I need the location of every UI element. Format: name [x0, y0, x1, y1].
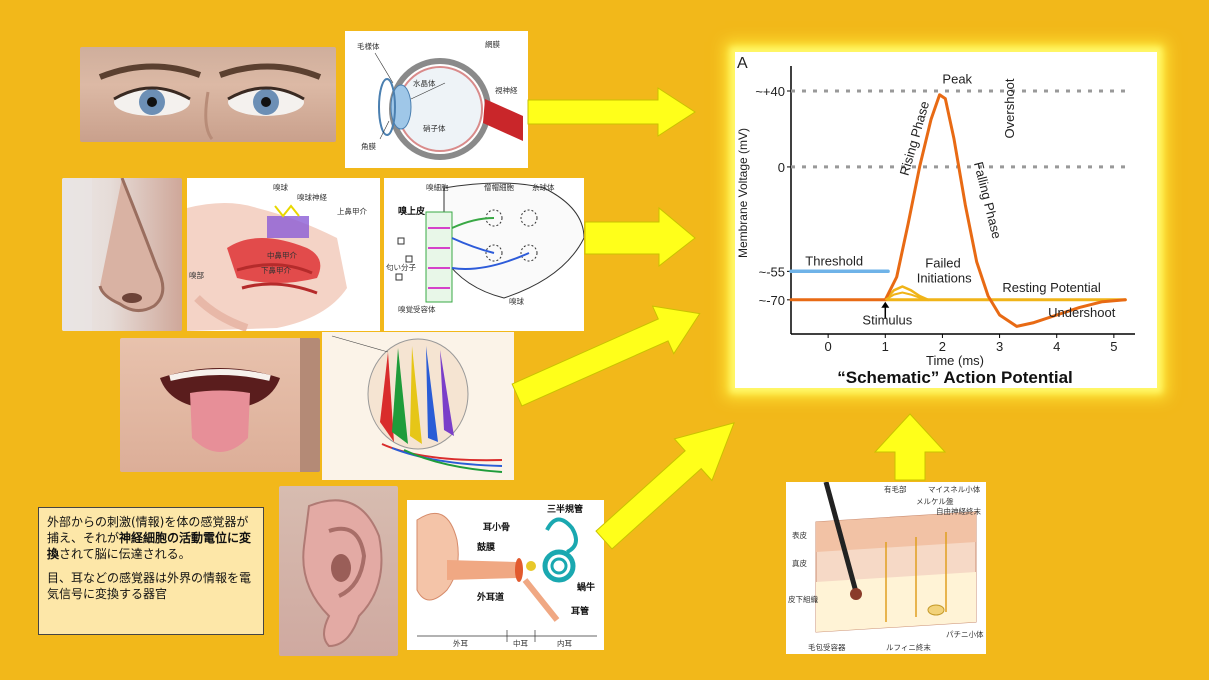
- x-tick-label: 1: [882, 339, 889, 354]
- annotation-stimulus: Stimulus: [862, 313, 912, 328]
- label-eustachian: 耳管: [571, 605, 589, 617]
- label-olfactory-bulb: 嗅球: [273, 182, 288, 192]
- nose-photo: [62, 178, 182, 331]
- series-action-potential: [789, 93, 1127, 328]
- annotation-overshoot: Overshoot: [1002, 78, 1017, 138]
- label-cell3: 糸球体: [532, 182, 555, 192]
- label-pacini: パチニ小体: [946, 629, 984, 639]
- annotation-threshold: Threshold: [805, 254, 863, 269]
- label-outer: 外耳: [453, 638, 468, 648]
- series-failed-initiations: [884, 285, 930, 302]
- label-nose-region: 嗅部: [189, 270, 204, 280]
- label-cornea: 角膜: [361, 141, 376, 151]
- y-tick-label: ~-55: [759, 264, 785, 279]
- label-middle: 中耳: [513, 638, 528, 648]
- label-merkel: メルケル盤: [916, 496, 954, 506]
- label-hair: 有毛部: [884, 484, 907, 494]
- label-lens: 水晶体: [413, 78, 436, 88]
- description-textbox: 外部からの刺激(情報)を体の感覚器が捕え、それが神経細胞の活動電位に変換されて脳…: [38, 507, 264, 635]
- label-odor: 匂い分子: [386, 262, 416, 272]
- label-subcutis: 皮下組織: [788, 594, 818, 604]
- x-tick-label: 2: [939, 339, 946, 354]
- eyes-illustration: [98, 63, 322, 140]
- skin-receptor-diagram: 有毛部 マイスネル小体 メルケル盤 自由神経終末 表皮 真皮 皮下組織 パチニ小…: [786, 482, 986, 654]
- taste-bud-diagram: [322, 332, 514, 480]
- label-inner: 内耳: [557, 638, 572, 648]
- label-cell1: 嗅細胞: [426, 182, 449, 192]
- chart-title: “Schematic” Action Potential: [837, 368, 1073, 387]
- series-failed-initiation-small: [884, 291, 929, 301]
- label-superior-turbinate: 上鼻甲介: [337, 206, 367, 216]
- annotation-falling-phase: Falling Phase: [971, 160, 1005, 240]
- label-dermis: 真皮: [792, 558, 807, 568]
- nasal-cavity-diagram: 嗅球 嗅球神経 上鼻甲介 中鼻甲介 下鼻甲介 嗅部: [187, 178, 380, 331]
- annotation-undershoot: Undershoot: [1048, 305, 1116, 320]
- annotation-initiations: Initiations: [917, 271, 972, 286]
- label-epidermis: 表皮: [792, 530, 807, 540]
- arrow-eye: [527, 87, 696, 137]
- label-ciliary: 毛様体: [357, 41, 380, 51]
- label-canal: 外耳道: [476, 591, 504, 603]
- emphasis-text: 神経細胞の活動電位に変換: [47, 531, 252, 561]
- label-optic-nerve: 視神経: [495, 85, 518, 95]
- eye-anatomy-diagram: 毛様体 網膜 水晶体 視神経 硝子体 角膜: [345, 31, 528, 168]
- arrow-nose: [584, 206, 696, 268]
- ear-photo: [279, 486, 398, 656]
- panel-letter: A: [737, 55, 748, 72]
- label-epithelium: 嗅上皮: [398, 205, 426, 217]
- label-cell2: 僧帽細胞: [484, 182, 514, 192]
- arrow-tongue: [511, 305, 701, 407]
- label-meissner: マイスネル小体: [928, 484, 981, 494]
- x-tick-label: 4: [1053, 339, 1060, 354]
- x-tick-label: 3: [996, 339, 1003, 354]
- nose-illustration: [62, 178, 165, 331]
- label-middle-turbinate: 中鼻甲介: [267, 250, 297, 260]
- label-ruffini: ルフィニ終末: [886, 642, 931, 652]
- label-eardrum: 鼓膜: [477, 541, 496, 553]
- label-inferior-turbinate: 下鼻甲介: [261, 265, 291, 275]
- x-tick-label: 5: [1110, 339, 1117, 354]
- arrow-skin: [873, 413, 947, 481]
- label-cochlea: 蝸牛: [577, 581, 595, 593]
- annotation-peak: Peak: [942, 71, 972, 86]
- stimulus-arrow-head: [881, 301, 890, 308]
- label-bulb: 嗅球: [509, 296, 524, 306]
- tongue-illustration: [160, 338, 320, 472]
- tongue-photo: [120, 338, 320, 472]
- label-receptor: 嗅覚受容体: [398, 304, 436, 314]
- arrow-ear: [595, 422, 735, 550]
- y-tick-label: 0: [778, 160, 785, 175]
- label-retina: 網膜: [485, 39, 500, 49]
- ear-anatomy-diagram: 耳小骨 三半規管 鼓膜 蝸牛 外耳道 耳管 外耳 中耳 内耳: [407, 500, 604, 650]
- ear-illustration: [302, 499, 383, 648]
- label-free-nerve: 自由神経終末: [936, 506, 981, 516]
- label-semicircular: 三半規管: [547, 503, 583, 515]
- description-paragraph-1: 外部からの刺激(情報)を体の感覚器が捕え、それが神経細胞の活動電位に変換されて脳…: [47, 515, 252, 561]
- eyes-photo: [80, 47, 336, 142]
- annotation-resting-potential: Resting Potential: [1002, 280, 1100, 295]
- y-tick-label: ~-70: [759, 293, 785, 308]
- y-axis-label: Membrane Voltage (mV): [736, 128, 750, 258]
- y-tick-label: ~+40: [755, 84, 785, 99]
- label-olfactory-nerve: 嗅球神経: [297, 192, 327, 202]
- description-paragraph-2: 目、耳などの感覚器は外界の情報を電気信号に変換する器官: [47, 571, 252, 601]
- label-ossicles: 耳小骨: [483, 521, 510, 533]
- label-vitreous: 硝子体: [423, 123, 446, 133]
- x-tick-label: 0: [825, 339, 832, 354]
- label-hair-receptor: 毛包受容器: [808, 642, 846, 652]
- annotation-failed: Failed: [925, 256, 960, 271]
- x-axis-label: Time (ms): [926, 353, 984, 368]
- olfactory-epithelium-diagram: 嗅細胞 僧帽細胞 糸球体 嗅上皮 匂い分子 嗅覚受容体 嗅球: [384, 178, 584, 331]
